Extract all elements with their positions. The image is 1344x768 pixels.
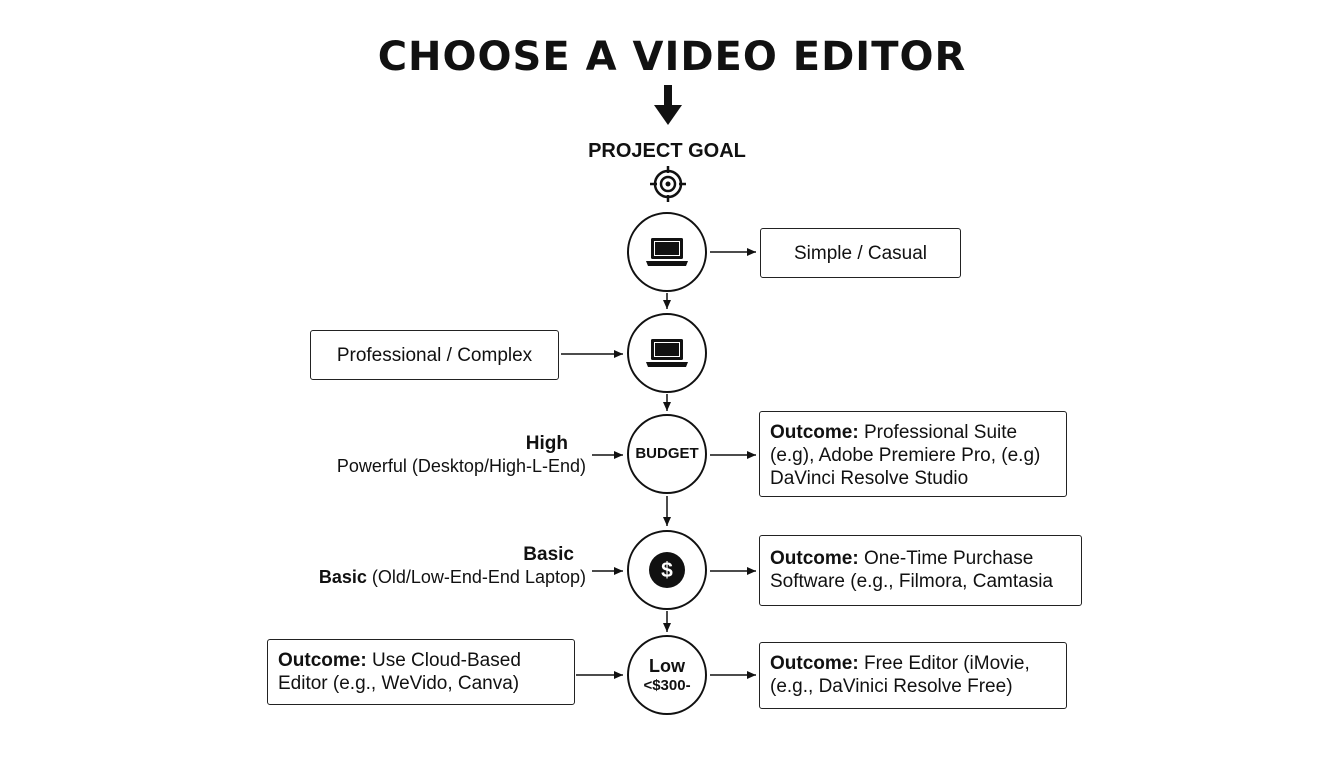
professional-complex-box: Professional / Complex xyxy=(310,330,559,380)
outcome-text: (e.g., DaVinici Resolve Free) xyxy=(770,676,1013,697)
laptop-icon xyxy=(646,339,688,367)
outcome-text: Use Cloud-Based xyxy=(371,650,521,671)
professional-complex-label: Professional / Complex xyxy=(336,344,533,366)
outcome-label: Outcome: xyxy=(278,650,367,671)
svg-text:$: $ xyxy=(661,559,673,582)
low-budget-node: Low <$300- xyxy=(627,635,707,715)
laptop-node-2 xyxy=(627,313,707,393)
dollar-node: $ xyxy=(627,530,707,610)
dollar-icon: $ xyxy=(649,552,685,588)
laptop-node-1 xyxy=(627,212,707,292)
outcome-text: Professional Suite xyxy=(863,422,1018,443)
target-icon xyxy=(650,166,686,202)
outcome-free-box: Outcome: Free Editor (iMovie, (e.g., DaV… xyxy=(759,642,1067,709)
outcome-text: Software (e.g., Filmora, Camtasia xyxy=(770,571,1053,592)
simple-casual-label: Simple / Casual xyxy=(793,242,928,264)
outcome-label: Outcome: xyxy=(770,422,859,443)
budget-node: BUDGET xyxy=(627,414,707,494)
outcome-professional-box: Outcome: Professional Suite (e.g), Adobe… xyxy=(759,411,1067,497)
diagram-title: CHOOSE A VIDEO EDITOR xyxy=(377,34,967,80)
outcome-text: DaVinci Resolve Studio xyxy=(770,468,969,489)
outcome-one-time-box: Outcome: One-Time Purchase Software (e.g… xyxy=(759,535,1082,606)
low-price-label: <$300- xyxy=(643,676,691,694)
outcome-label: Outcome: xyxy=(770,548,859,569)
budget-label: BUDGET xyxy=(635,445,699,463)
high-description: Powerful (Desktop/High-L-End) xyxy=(336,456,586,476)
laptop-icon xyxy=(646,238,688,266)
outcome-text: One-Time Purchase xyxy=(863,548,1034,569)
high-option-label: High Powerful (Desktop/High-L-End) xyxy=(290,432,586,477)
outcome-cloud-box: Outcome: Use Cloud-Based Editor (e.g., W… xyxy=(267,639,575,705)
basic-description: (Old/Low-End-End Laptop) xyxy=(366,567,586,587)
outcome-text: Free Editor (iMovie, xyxy=(863,653,1030,674)
basic-desc-strong: Basic xyxy=(318,567,367,587)
simple-casual-box: Simple / Casual xyxy=(760,228,961,278)
project-goal-label: PROJECT GOAL xyxy=(588,140,746,162)
basic-title: Basic xyxy=(523,544,574,565)
low-label: Low xyxy=(649,656,685,677)
high-title: High xyxy=(525,433,568,454)
outcome-label: Outcome: xyxy=(770,653,859,674)
basic-option-label: Basic Basic (Old/Low-End-End Laptop) xyxy=(270,543,586,588)
down-arrow-icon xyxy=(654,85,682,125)
outcome-text: Editor (e.g., WeVido, Canva) xyxy=(278,673,520,694)
outcome-text: (e.g), Adobe Premiere Pro, (e.g) xyxy=(770,445,1041,466)
